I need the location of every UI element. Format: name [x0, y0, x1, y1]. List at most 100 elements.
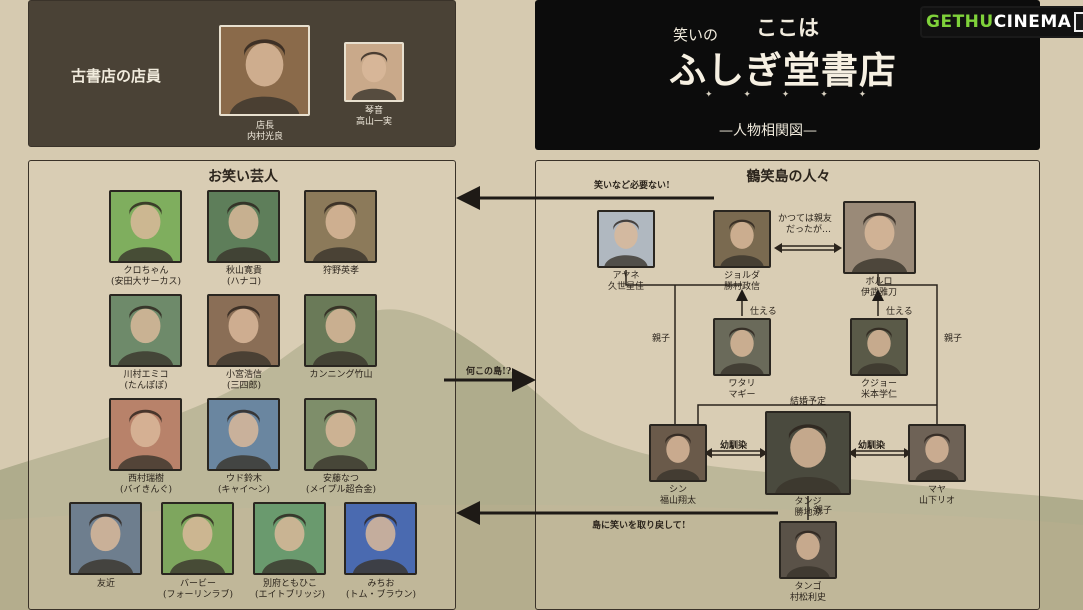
islander-label: ワタリマギー — [682, 379, 802, 401]
portrait-icon — [845, 203, 914, 272]
portrait-icon — [111, 400, 180, 469]
portrait-icon — [599, 212, 653, 266]
portrait-icon — [346, 44, 402, 100]
comedian-photo — [109, 294, 182, 367]
person-label-line2: (三四郎) — [226, 381, 262, 391]
person-label-line1: タンジ — [794, 497, 822, 507]
portrait-icon — [781, 523, 835, 577]
bookstore-photo — [344, 42, 404, 102]
person-label-line1: 狩野英孝 — [322, 266, 359, 276]
label-no-laughs: 笑いなど必要ない! — [594, 181, 670, 191]
portrait-icon — [163, 504, 232, 573]
comedian-photo — [161, 502, 234, 575]
portrait-icon — [209, 192, 278, 261]
person-label-line2: (安田大サーカス) — [110, 277, 182, 287]
comedians-heading: お笑い芸人 — [208, 169, 278, 185]
person-label-line1: 琴音 — [364, 106, 383, 116]
person-label-line1: アヤネ — [612, 271, 640, 281]
comedian-photo — [344, 502, 417, 575]
label-childhood-2: 幼馴染 — [858, 441, 886, 451]
portrait-icon — [111, 192, 180, 261]
comedian-photo — [109, 190, 182, 263]
portrait-icon — [221, 27, 308, 114]
portrait-icon — [71, 504, 140, 573]
person-label-line2: 山下リオ — [918, 496, 955, 506]
label-what-island: 何この島!? — [466, 367, 512, 377]
label-bring-back: 島に笑いを取り戻して! — [592, 521, 686, 531]
portrait-icon — [715, 212, 769, 266]
portrait-icon — [209, 296, 278, 365]
comedian-label: 狩野英孝 — [281, 266, 401, 277]
islander-photo — [908, 424, 966, 482]
comedian-label: 安藤なつ(メイプル超合金) — [281, 474, 401, 496]
comedian-label: クロちゃん(安田大サーカス) — [86, 266, 206, 288]
comedian-photo — [207, 190, 280, 263]
title-small-2: ここは — [756, 15, 819, 40]
islander-label: ジョルダ勝村政信 — [682, 271, 802, 293]
show-subtitle: —人物相関図— — [719, 123, 817, 139]
person-label-line2: 内村光良 — [246, 132, 283, 142]
person-label-line1: 安藤なつ — [322, 474, 359, 484]
portrait-icon — [255, 504, 324, 573]
person-label-line2: (メイプル超合金) — [305, 485, 377, 495]
portrait-icon — [209, 400, 278, 469]
person-label-line2: 久世星佳 — [607, 282, 644, 292]
comedian-label: 秋山寛貴(ハナコ) — [184, 266, 304, 288]
comedian-photo — [304, 398, 377, 471]
bookstore-heading: 古書店の店員 — [71, 67, 162, 85]
person-label-line1: タンゴ — [794, 582, 822, 592]
portrait-icon — [767, 413, 849, 493]
person-label-line2: (たんぽぽ) — [124, 381, 168, 391]
person-label-line1: マヤ — [927, 485, 946, 495]
portrait-icon — [306, 296, 375, 365]
person-label-line1: クロちゃん — [123, 266, 169, 276]
person-label-line1: シン — [668, 485, 687, 495]
person-label-line2: 村松利史 — [789, 593, 826, 603]
person-label-line1: 友近 — [96, 579, 115, 589]
comedian-photo — [304, 190, 377, 263]
islander-photo — [713, 210, 771, 268]
show-title: ふしぎ堂書店 — [669, 48, 897, 92]
label-engaged: 結婚予定 — [790, 397, 827, 407]
bookstore-label: 琴音高山一実 — [314, 106, 434, 128]
portrait-icon — [910, 426, 964, 480]
islander-label: マヤ山下リオ — [877, 485, 997, 507]
portrait-icon — [346, 504, 415, 573]
person-label-line1: 秋山寛貴 — [225, 266, 262, 276]
person-label-line1: ワタリ — [728, 379, 756, 389]
label-former-friends-2: だったが… — [786, 225, 832, 235]
comedian-photo — [109, 398, 182, 471]
islander-photo — [649, 424, 707, 482]
person-label-line1: バービー — [179, 579, 216, 589]
person-label-line1: 別府ともひこ — [262, 579, 317, 589]
person-label-line2: マギー — [728, 390, 756, 400]
portrait-icon — [306, 400, 375, 469]
islander-label: アヤネ久世星佳 — [566, 271, 686, 293]
comedian-label: 友近 — [46, 579, 166, 590]
person-label-line2: (ハナコ) — [226, 277, 262, 287]
islander-label: タンゴ村松利史 — [748, 582, 868, 604]
title-small-1: 笑いの — [673, 26, 719, 44]
person-label-line2: (バイきんぐ) — [119, 485, 173, 495]
bookstore-label: 店長内村光良 — [205, 121, 325, 143]
islander-label: ボルロ伊武雅刀 — [819, 277, 939, 299]
person-label-line2: 高山一実 — [355, 117, 392, 127]
person-label-line1: 西村瑞樹 — [127, 474, 164, 484]
comedian-photo — [207, 294, 280, 367]
islander-photo — [843, 201, 916, 274]
portrait-icon — [306, 192, 375, 261]
label-serves-2: 仕える — [886, 307, 913, 317]
islander-label: タンジ勝地涼 — [748, 497, 868, 519]
person-label-line2: 福山翔太 — [659, 496, 696, 506]
label-childhood-1: 幼馴染 — [720, 441, 748, 451]
person-label-line2: (トム・ブラウン) — [345, 590, 417, 600]
person-label-line2: (キャイ〜ン) — [217, 485, 271, 495]
islander-photo — [765, 411, 851, 495]
person-label-line1: 店長 — [255, 121, 274, 131]
comedian-photo — [207, 398, 280, 471]
comedian-photo — [69, 502, 142, 575]
person-label-line2: (エイトブリッジ) — [254, 590, 326, 600]
comedian-label: 小宮浩信(三四郎) — [184, 370, 304, 392]
comedian-label: ウド鈴木(キャイ〜ン) — [184, 474, 304, 496]
person-label-line2: 伊武雅刀 — [860, 288, 897, 298]
